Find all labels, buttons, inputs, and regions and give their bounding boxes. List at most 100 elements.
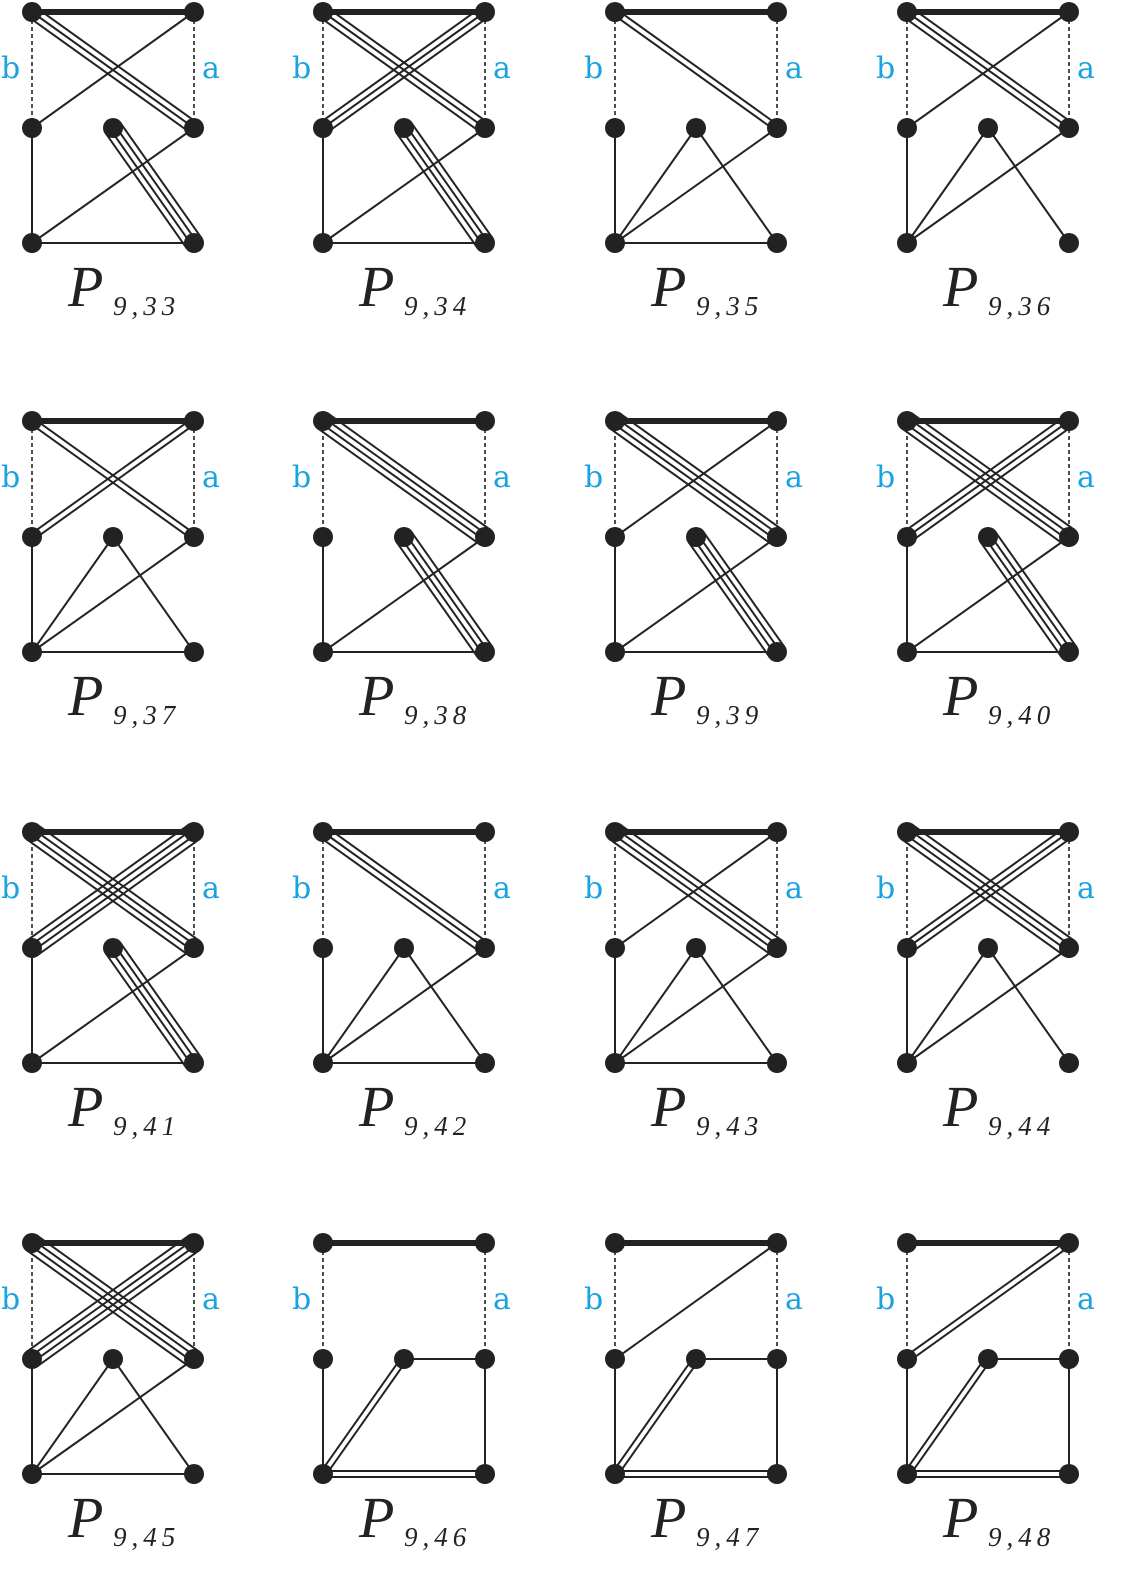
vertex-node xyxy=(184,527,204,547)
right-label: a xyxy=(1077,51,1095,86)
edge xyxy=(322,947,405,1064)
multi-edge-line xyxy=(909,836,1074,954)
right-label: a xyxy=(202,871,220,906)
multi-edge-line xyxy=(903,1356,987,1473)
edge xyxy=(322,536,486,653)
vertex-node xyxy=(184,938,204,958)
vertex-node xyxy=(1059,1233,1079,1253)
vertex-node xyxy=(475,938,495,958)
graph-subscript: 9,33 xyxy=(113,291,180,321)
vertex-node xyxy=(22,411,42,431)
multi-edge-line xyxy=(410,531,494,648)
vertex-node xyxy=(22,118,42,138)
multi-edge-line xyxy=(324,1360,408,1477)
vertex-node xyxy=(475,1233,495,1253)
graph-subscript: 9,48 xyxy=(988,1522,1055,1552)
multi-edge-line xyxy=(33,833,197,952)
vertex-node xyxy=(475,411,495,431)
multi-edge-line xyxy=(909,425,1074,543)
graph-title: P xyxy=(358,663,394,728)
graph-subscript: 9,39 xyxy=(696,700,763,730)
vertex-node xyxy=(22,822,42,842)
vertex-node xyxy=(767,233,787,253)
right-label: a xyxy=(493,460,511,495)
vertex-node xyxy=(22,938,42,958)
edge xyxy=(31,127,195,244)
vertex-node xyxy=(394,118,414,138)
left-label: b xyxy=(584,460,603,495)
multi-edge-line xyxy=(902,415,1067,533)
vertex-node xyxy=(475,822,495,842)
graph-title: P xyxy=(67,1074,103,1139)
vertex-node xyxy=(605,233,625,253)
multi-edge-line xyxy=(687,541,771,658)
multi-edge-line xyxy=(109,129,193,246)
multi-edge-line xyxy=(405,125,489,242)
vertex-node xyxy=(475,1053,495,1073)
multi-edge-line xyxy=(692,538,776,655)
left-label: b xyxy=(584,871,603,906)
vertex-node xyxy=(767,527,787,547)
vertex-node xyxy=(1059,1349,1079,1369)
vertex-node xyxy=(313,527,333,547)
vertex-node xyxy=(605,642,625,662)
right-label: a xyxy=(785,1282,803,1317)
multi-edge-line xyxy=(909,6,1074,124)
edge xyxy=(31,1358,195,1475)
edge xyxy=(112,1358,195,1475)
graph-title: P xyxy=(650,1485,686,1550)
vertex-node xyxy=(184,2,204,22)
vertex-node xyxy=(897,642,917,662)
multi-edge-line xyxy=(33,828,197,947)
multi-edge-line xyxy=(29,833,193,952)
multi-edge-line xyxy=(994,531,1078,648)
multi-edge-line xyxy=(27,16,192,134)
vertex-node xyxy=(897,118,917,138)
multi-edge-line xyxy=(29,828,193,947)
edge xyxy=(614,1242,778,1360)
multi-edge-line xyxy=(697,534,781,651)
multi-edge-line xyxy=(33,417,197,536)
multi-edge-line xyxy=(322,831,486,949)
left-label: b xyxy=(292,1282,311,1317)
left-label: b xyxy=(292,871,311,906)
vertex-node xyxy=(22,2,42,22)
edge xyxy=(614,536,778,653)
vertex-node xyxy=(22,1053,42,1073)
multi-edge-line xyxy=(395,541,479,658)
vertex-node xyxy=(184,233,204,253)
graph-subscript: 9,38 xyxy=(404,700,471,730)
graph-title: P xyxy=(650,663,686,728)
vertex-node xyxy=(605,411,625,431)
multi-edge-line xyxy=(114,125,198,242)
right-label: a xyxy=(202,51,220,86)
edge xyxy=(31,1358,114,1475)
vertex-node xyxy=(313,233,333,253)
vertex-node xyxy=(475,527,495,547)
multi-edge-line xyxy=(114,945,198,1062)
vertex-node xyxy=(313,411,333,431)
left-label: b xyxy=(584,1282,603,1317)
vertex-node xyxy=(767,118,787,138)
vertex-node xyxy=(1059,118,1079,138)
graph-subscript: 9,35 xyxy=(696,291,763,321)
multi-edge-line xyxy=(619,823,783,942)
vertex-node xyxy=(103,1349,123,1369)
multi-edge-line xyxy=(104,952,188,1069)
vertex-node xyxy=(897,411,917,431)
vertex-node xyxy=(605,938,625,958)
vertex-node xyxy=(897,1349,917,1369)
vertex-node xyxy=(767,822,787,842)
multi-edge-line xyxy=(395,132,479,249)
right-label: a xyxy=(493,51,511,86)
vertex-node xyxy=(22,527,42,547)
vertex-node xyxy=(605,1349,625,1369)
edge xyxy=(906,947,1070,1064)
multi-edge-line xyxy=(327,412,491,531)
